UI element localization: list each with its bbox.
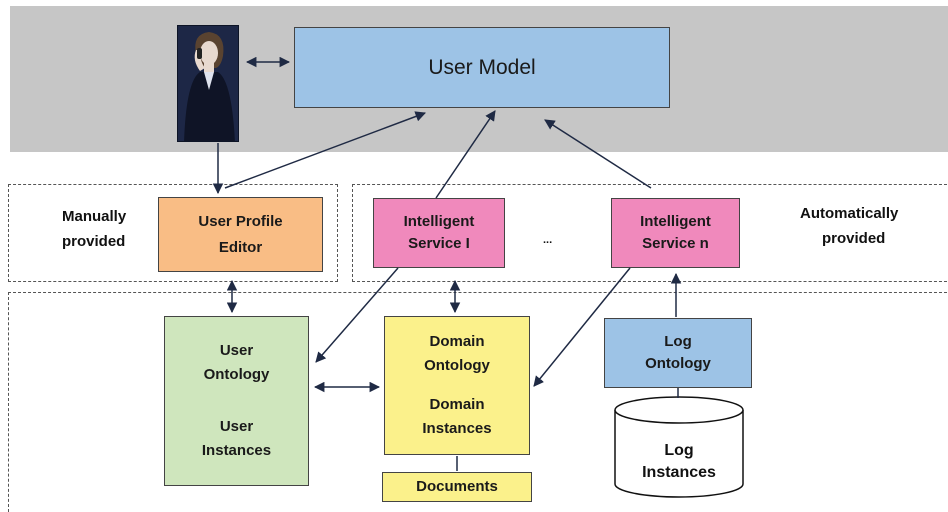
- ontology-region: [8, 292, 948, 512]
- intelligent-service-1-box: Intelligent Service I: [373, 198, 505, 268]
- manually-provided-label: Manually provided: [62, 208, 127, 250]
- log-ontology-box: Log Ontology: [604, 318, 752, 388]
- documents-box: Documents: [382, 472, 532, 502]
- servicen-usermodel-arrow: [544, 119, 652, 189]
- servicen-domainontology-arrow: [533, 267, 631, 387]
- automatically-provided-label: Automatically provided: [800, 205, 899, 247]
- intelligent-service-n-box: Intelligent Service n: [611, 198, 740, 268]
- log-instances-label: Log Instances: [642, 442, 716, 481]
- service1-userontology-arrow: [315, 267, 399, 363]
- user-photo-icon: [177, 25, 239, 142]
- automatic-region: [352, 184, 948, 282]
- services-ellipsis: ...: [543, 234, 553, 246]
- user-profile-editor-box: User Profile Editor: [158, 197, 323, 272]
- log-instances-cylinder: [614, 396, 744, 498]
- editor-usermodel-arrow: [224, 111, 426, 189]
- user-model-label: User Model: [428, 55, 536, 79]
- service1-usermodel-arrow: [435, 110, 496, 199]
- manual-region: [8, 184, 338, 282]
- user-model-box: User Model: [294, 27, 670, 108]
